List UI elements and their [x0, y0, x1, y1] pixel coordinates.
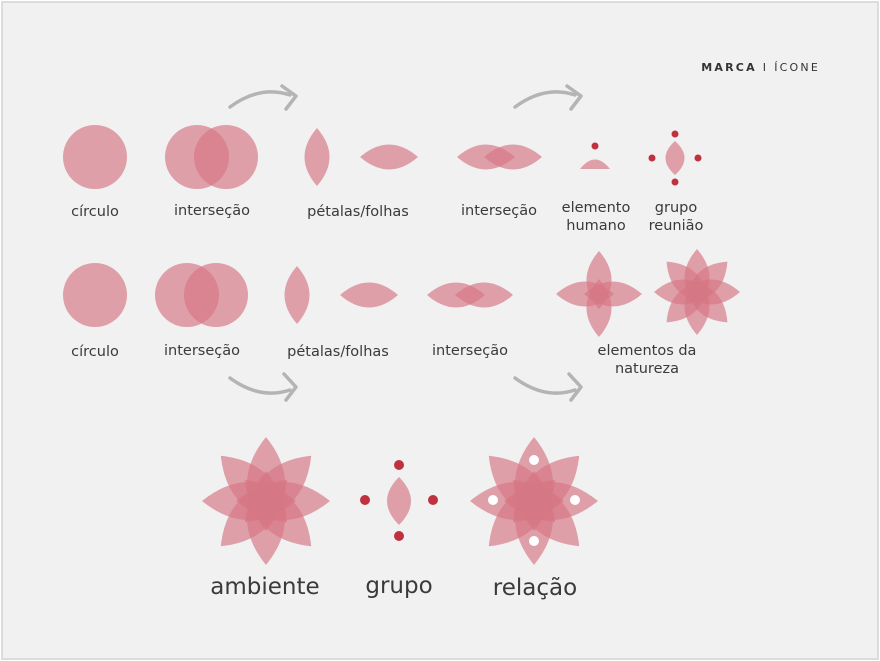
- row2-label-circulo: círculo: [71, 344, 119, 360]
- row2-arrows: [228, 372, 583, 402]
- grupo-dot-left: [360, 495, 370, 505]
- grupo-dot-bottom: [394, 531, 404, 541]
- row1-dots: [591, 130, 702, 186]
- group-dot-left: [648, 154, 656, 162]
- relacao-dot-top: [529, 455, 539, 465]
- row1-label-elemento: elemento: [562, 200, 631, 216]
- row1-label-circulo: círculo: [71, 204, 119, 220]
- row2-label-intersecao-1: interseção: [164, 343, 240, 359]
- row2-label-elementos-da: elementos da: [598, 343, 697, 359]
- row1-label-petalas: pétalas/folhas: [307, 204, 409, 220]
- row2-label-petalas: pétalas/folhas: [287, 344, 389, 360]
- row2-labels: círculo interseção pétalas/folhas inters…: [71, 343, 696, 377]
- brand-separator: I: [763, 61, 768, 74]
- row2-circle: [63, 263, 127, 327]
- group-meeting-shape: [665, 141, 685, 175]
- row2-arrow-2: [513, 372, 583, 402]
- final-shapes: [202, 437, 598, 565]
- grupo-symbol: [387, 477, 411, 525]
- row1-arrow-1: [228, 84, 298, 111]
- grupo-dot-top: [394, 460, 404, 470]
- group-dot-bottom: [671, 178, 679, 186]
- grupo-dots: [360, 460, 438, 541]
- row2-label-intersecao-2: interseção: [432, 343, 508, 359]
- row2-label-natureza: natureza: [615, 361, 679, 377]
- row1-label-humano: humano: [566, 218, 626, 234]
- brand-icone: ÍCONE: [774, 61, 820, 74]
- group-dot-top: [671, 130, 679, 138]
- row1-label-intersecao-2: interseção: [461, 203, 537, 219]
- relacao-white-dots: [488, 455, 580, 546]
- relacao-dot-right: [570, 495, 580, 505]
- grupo-dot-right: [428, 495, 438, 505]
- row1-shapes: [63, 125, 685, 189]
- human-head-dot: [591, 142, 599, 150]
- row1-arrow-2: [513, 84, 583, 111]
- final-labels: ambiente grupo relação: [210, 573, 577, 601]
- row2-shapes: [63, 249, 740, 337]
- row1-label-intersecao-1: interseção: [174, 203, 250, 219]
- row2-intersection-circles: [155, 263, 248, 327]
- group-dot-right: [694, 154, 702, 162]
- label-grupo: grupo: [365, 573, 432, 599]
- human-element-shape: [580, 159, 610, 169]
- row1-circle: [63, 125, 127, 189]
- row1-label-grupo: grupo: [655, 200, 698, 216]
- label-ambiente: ambiente: [210, 574, 319, 600]
- row1-label-reuniao: reunião: [649, 218, 704, 234]
- brand-header: MARCA I ÍCONE: [701, 61, 820, 74]
- label-relacao: relação: [493, 575, 577, 601]
- row2-arrow-1: [228, 372, 298, 402]
- brand-marca: MARCA: [701, 61, 757, 74]
- relacao-dot-bottom: [529, 536, 539, 546]
- relacao-dot-left: [488, 495, 498, 505]
- row1-labels: círculo interseção pétalas/folhas inters…: [71, 200, 703, 234]
- row1-intersection-circles: [165, 125, 258, 189]
- row1-arrows: [228, 84, 583, 111]
